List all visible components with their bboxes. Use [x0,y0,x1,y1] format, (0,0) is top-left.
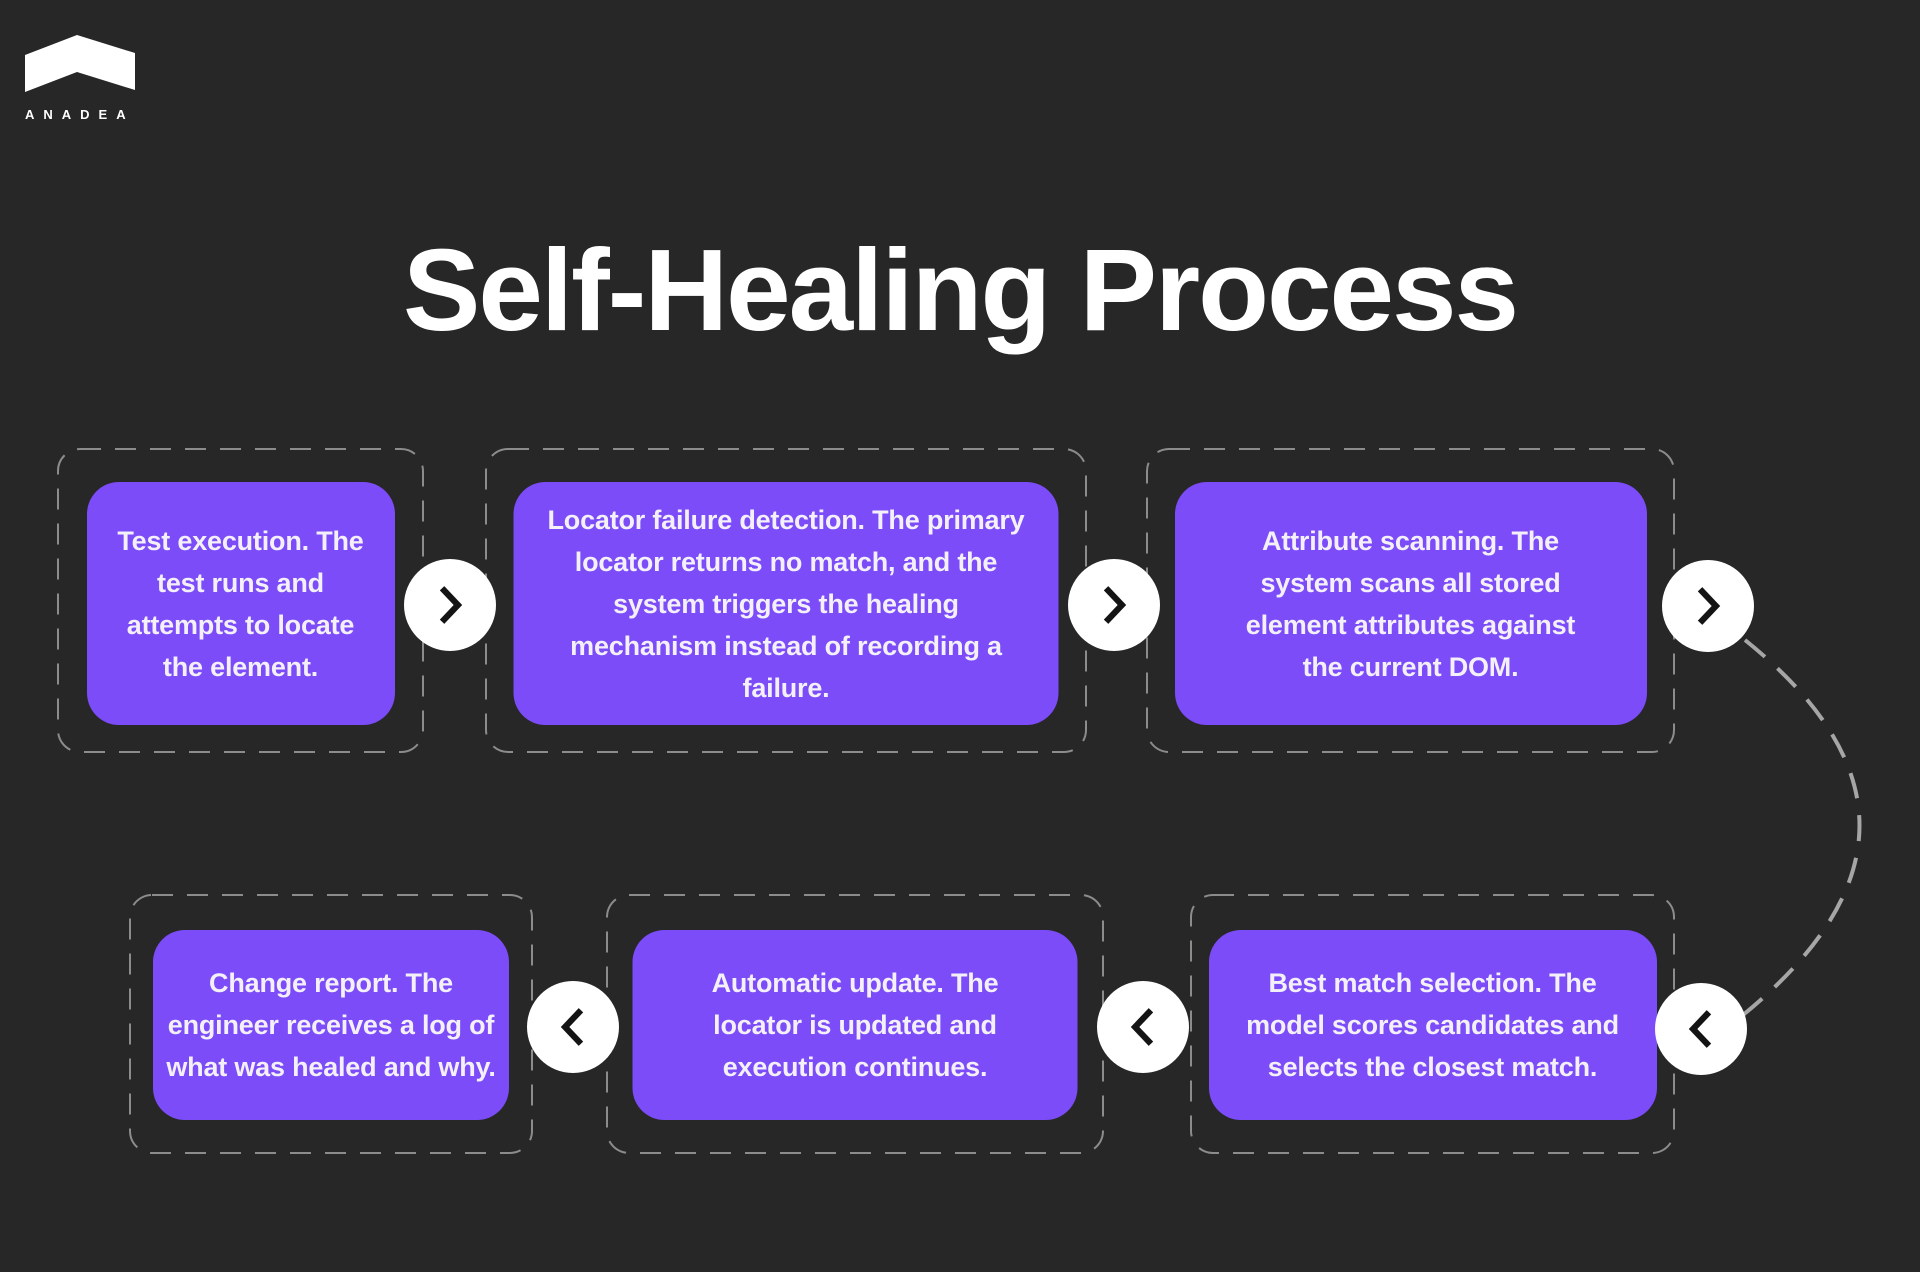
step-text-5: Automatic update. The locator is updated… [711,968,999,1082]
step-card-6: Change report. The engineer receives a l… [153,930,509,1120]
arrow-node-1 [404,559,496,651]
chevron-right-icon [1697,587,1721,625]
step-container-4: Best match selection. The model scores c… [1190,894,1675,1154]
step-container-6: Change report. The engineer receives a l… [129,894,533,1154]
arrow-node-4 [1655,983,1747,1075]
step-container-2: Locator failure detection. The primary l… [485,448,1087,753]
chevron-right-icon [439,586,463,624]
step-card-3: Attribute scanning. The system scans all… [1174,482,1647,725]
step-card-1: Test execution. The test runs and attemp… [86,482,395,725]
page-title: Self-Healing Process [403,225,1519,355]
step-container-3: Attribute scanning. The system scans all… [1146,448,1675,753]
brand-logo: ANADEA [25,35,137,122]
step-text-4: Best match selection. The model scores c… [1246,968,1619,1082]
chevron-left-icon [1688,1010,1712,1048]
step-text-3: Attribute scanning. The system scans all… [1245,525,1576,682]
logo-chevron-icon [25,35,135,92]
brand-name: ANADEA [25,107,135,122]
chevron-left-icon [560,1008,584,1046]
step-container-5: Automatic update. The locator is updated… [606,894,1104,1154]
step-text-6: Change report. The engineer receives a l… [166,968,496,1082]
step-container-1: Test execution. The test runs and attemp… [57,448,424,753]
step-text-1: Test execution. The test runs and attemp… [117,525,364,682]
step-card-2: Locator failure detection. The primary l… [513,482,1059,725]
step-card-5: Automatic update. The locator is updated… [632,930,1078,1120]
chevron-right-icon [1103,586,1127,624]
arrow-node-5 [1097,981,1189,1073]
arrow-node-6 [527,981,619,1073]
step-card-4: Best match selection. The model scores c… [1208,930,1657,1120]
dashed-border [606,894,1104,1154]
step-text-2: Locator failure detection. The primary l… [547,504,1025,703]
chevron-left-icon [1130,1008,1154,1046]
dashed-border [57,448,424,753]
arrow-node-3 [1662,560,1754,652]
arrow-node-2 [1068,559,1160,651]
